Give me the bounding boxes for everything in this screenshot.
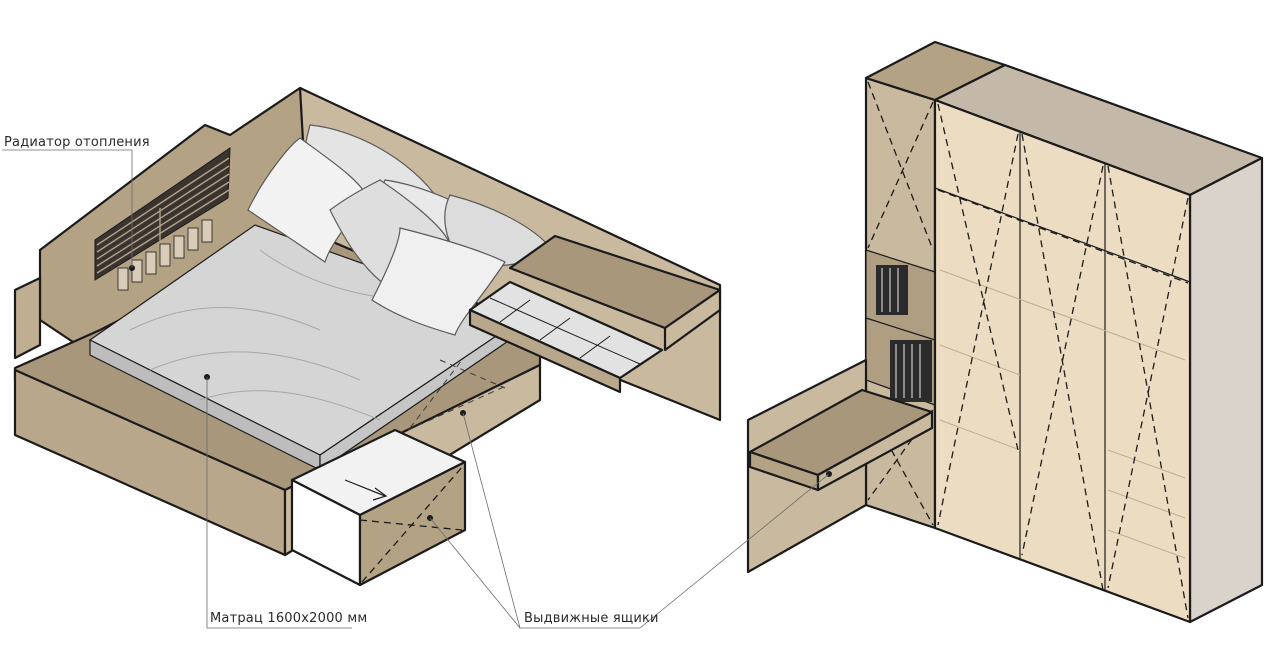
left-wall-panel <box>13 276 42 360</box>
radiator-label: Радиатор отопления <box>4 135 150 150</box>
radiator-grille <box>94 147 231 291</box>
pillows <box>247 124 549 336</box>
mattress-label: Матрац 1600х2000 мм <box>210 611 367 626</box>
underbed-drawer <box>290 428 467 587</box>
drawers-label: Выдвижные ящики <box>524 611 659 626</box>
duvet-folds <box>129 249 421 421</box>
books <box>876 265 932 402</box>
closed-drawer <box>407 359 509 431</box>
leader-lines <box>2 149 830 629</box>
bed-platform-assembly <box>13 86 722 587</box>
tray-drawer <box>468 280 664 394</box>
nightstand-front <box>663 288 722 352</box>
wardrobe-assembly <box>746 40 1264 624</box>
wardrobe-side <box>1188 156 1264 624</box>
